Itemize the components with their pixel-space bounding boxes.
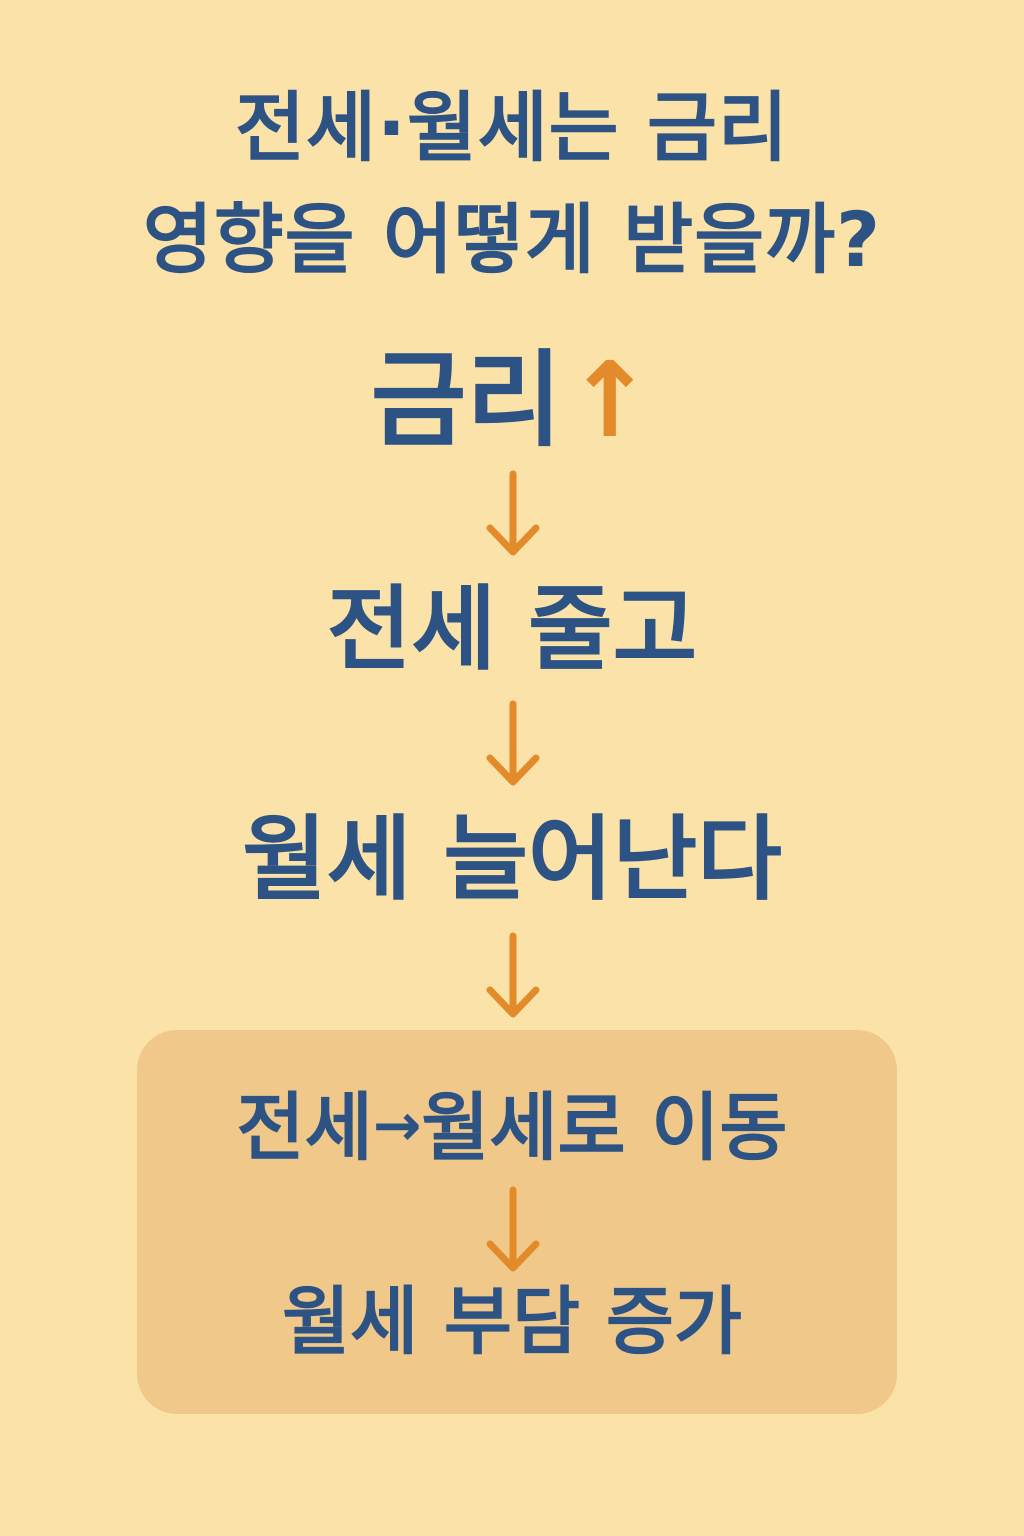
shift-from-label: 전세 (236, 1085, 373, 1171)
rate-label: 금리 (370, 339, 563, 461)
page-title: 전세·월세는 금리 영향을 어떻게 받을까? (0, 72, 1024, 296)
down-arrow-icon (482, 470, 544, 560)
down-arrow-icon (482, 932, 544, 1022)
rate-up-node: 금리↑ (0, 330, 1024, 470)
shift-to-label: 월세로 이동 (421, 1085, 788, 1171)
title-line-2: 영향을 어떻게 받을까? (142, 195, 882, 284)
wolse-burden-node: 월세 부담 증가 (281, 1279, 742, 1365)
title-line-1: 전세·월세는 금리 (235, 83, 789, 172)
right-arrow-icon: → (372, 1091, 422, 1159)
down-arrow-icon (482, 1186, 544, 1276)
wolse-increase-node: 월세 늘어난다 (242, 806, 782, 913)
result-box (137, 1030, 897, 1414)
jeonse-decrease-node: 전세 줄고 (326, 576, 698, 683)
shift-to-wolse-node: 전세→월세로 이동 (0, 1075, 1024, 1178)
up-arrow-icon: ↑ (566, 339, 654, 461)
down-arrow-icon (482, 700, 544, 790)
